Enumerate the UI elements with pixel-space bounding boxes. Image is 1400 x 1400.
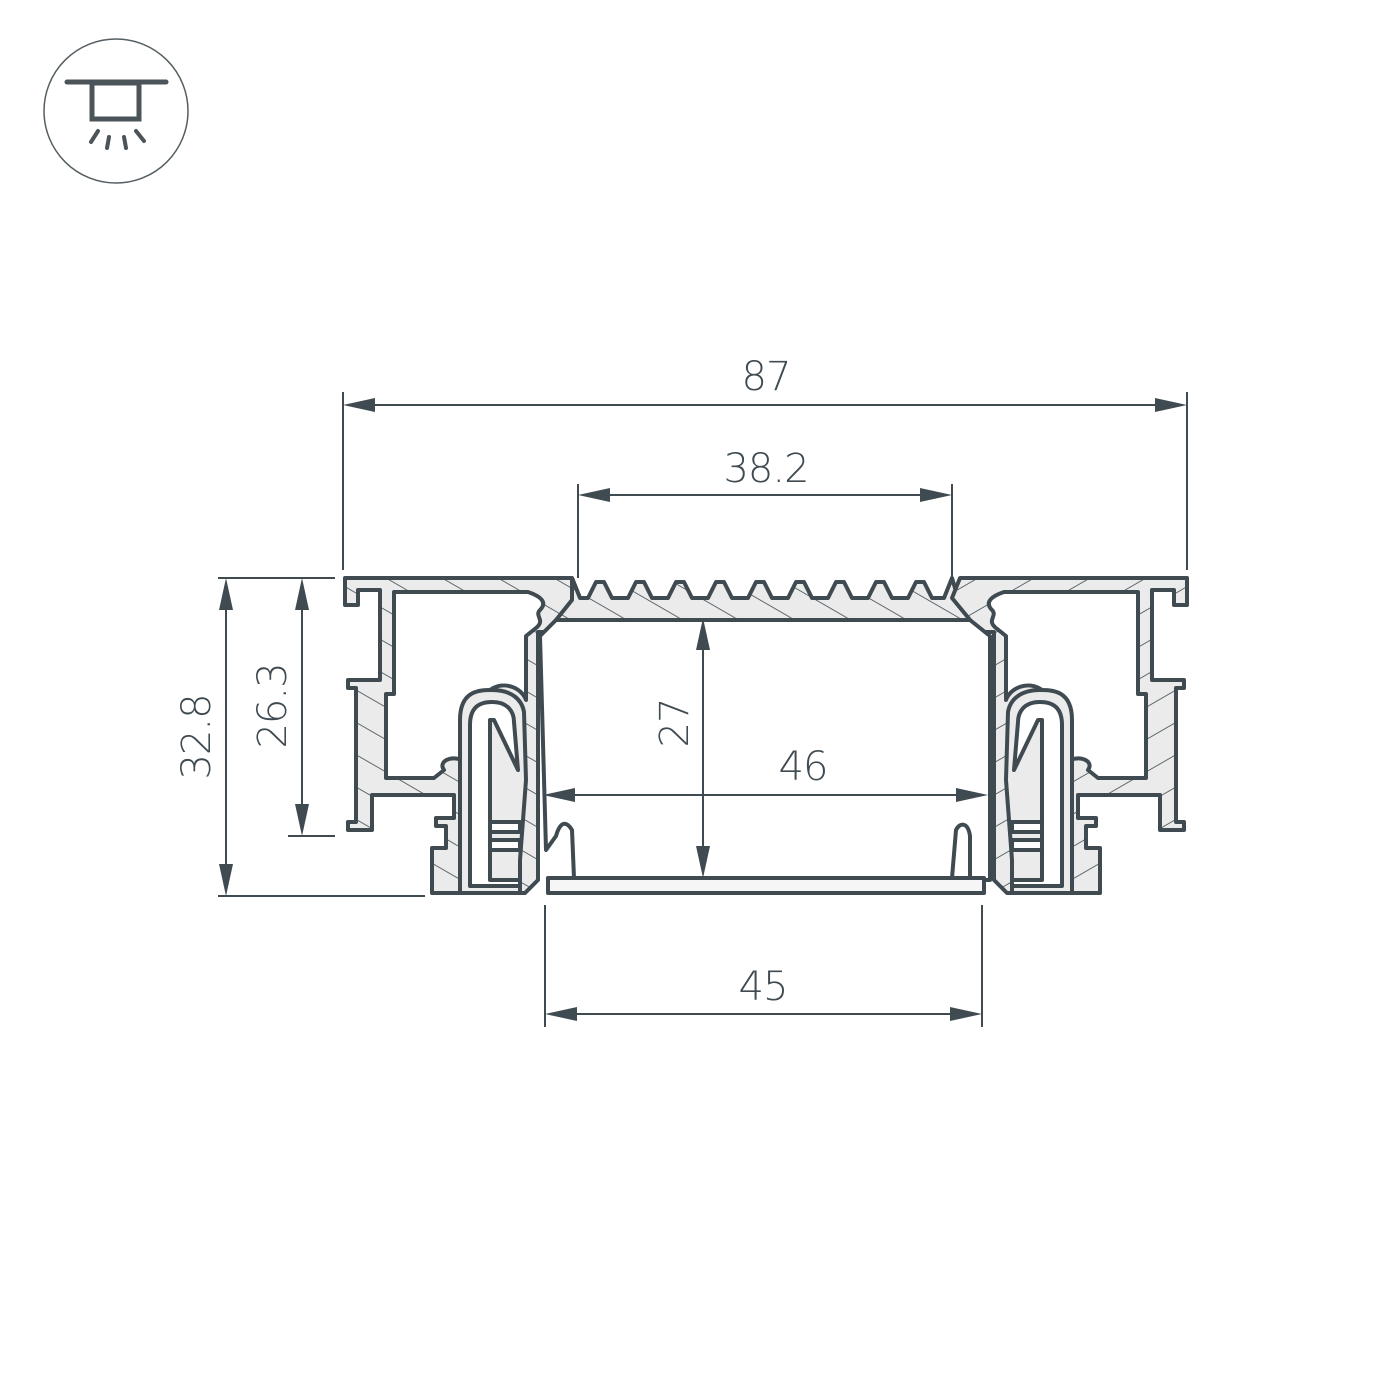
dimension-overall-height: 32.8 [174, 577, 425, 897]
label-87: 87 [742, 354, 791, 400]
dimension-inner-height: 27 [652, 618, 710, 878]
label-38-2: 38.2 [723, 446, 808, 492]
dimension-flange-height: 26.3 [250, 578, 335, 837]
dimension-inner-width: 46 [543, 744, 988, 802]
label-32-8: 32.8 [174, 694, 220, 779]
label-45: 45 [739, 964, 788, 1010]
dimension-bottom-width: 45 [544, 905, 983, 1027]
label-46: 46 [779, 744, 828, 790]
profile-section [343, 576, 1189, 895]
label-27: 27 [652, 699, 698, 748]
dimension-overall-width: 87 [342, 354, 1188, 570]
label-26-3: 26.3 [250, 663, 296, 748]
left-clip [458, 688, 528, 895]
right-clip [1004, 688, 1074, 895]
recessed-mount-icon [43, 38, 189, 184]
dimension-top-opening: 38.2 [577, 446, 953, 578]
